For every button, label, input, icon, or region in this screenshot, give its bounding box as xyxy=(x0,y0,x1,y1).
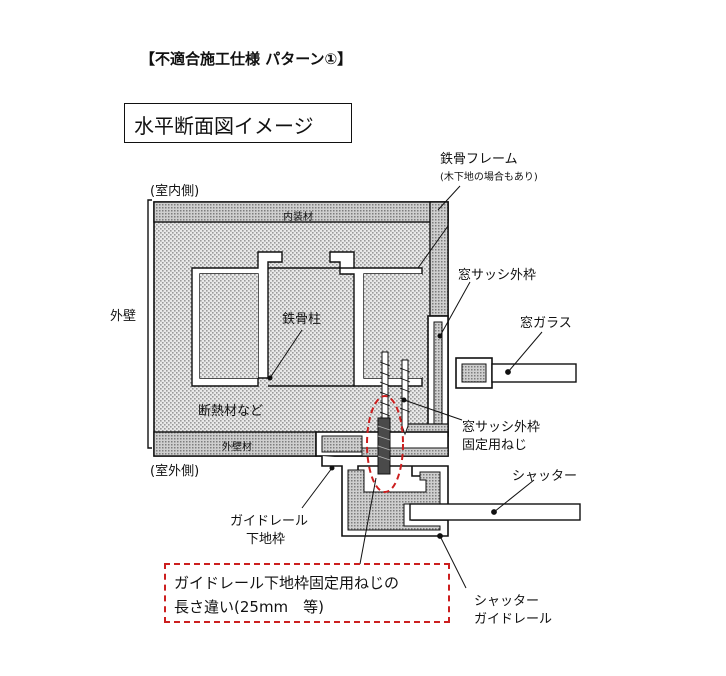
leader-lines xyxy=(267,185,543,589)
guide-rail-screw xyxy=(366,395,404,493)
label-window-glass: 窓ガラス xyxy=(520,316,572,331)
label-outdoor-side: (室外側) xyxy=(150,464,200,479)
label-interior-finish: 内装材 xyxy=(283,212,313,223)
problem-note-box xyxy=(164,563,450,623)
label-shutter-guide-rail-1: シャッター xyxy=(474,594,540,609)
label-exterior-finish: 外壁材 xyxy=(222,442,252,453)
window-glass-shape xyxy=(455,357,577,389)
label-sash-outer-frame: 窓サッシ外枠 xyxy=(458,268,537,283)
guide-rail-assembly xyxy=(315,431,581,537)
wall-body xyxy=(147,199,449,457)
label-guide-rail-base-1: ガイドレール xyxy=(230,514,309,529)
label-steel-frame-note: (木下地の場合もあり) xyxy=(440,172,538,183)
diagram-title: 水平断面図イメージ xyxy=(134,114,314,138)
steel-column-shape xyxy=(191,251,423,387)
label-sash-screw-1: 窓サッシ外枠 xyxy=(462,420,541,435)
label-insulation: 断熱材など xyxy=(198,404,264,419)
title-box xyxy=(124,103,352,143)
problem-note-line2: 長さ違い(25mm 等) xyxy=(174,598,325,616)
label-steel-column: 鉄骨柱 xyxy=(282,312,322,327)
label-exterior-wall: 外壁 xyxy=(110,309,137,324)
label-indoor-side: (室内側) xyxy=(150,184,200,199)
label-guide-rail-base-2: 下地枠 xyxy=(246,532,286,547)
page-header: 【不適合施工仕様 パターン①】 xyxy=(140,50,353,68)
label-shutter-guide-rail-2: ガイドレール xyxy=(474,612,553,627)
label-steel-frame: 鉄骨フレーム xyxy=(440,152,518,167)
label-sash-screw-2: 固定用ねじ xyxy=(462,438,528,453)
problem-note-line1: ガイドレール下地枠固定用ねじの xyxy=(174,574,400,592)
label-shutter: シャッター xyxy=(512,469,578,484)
